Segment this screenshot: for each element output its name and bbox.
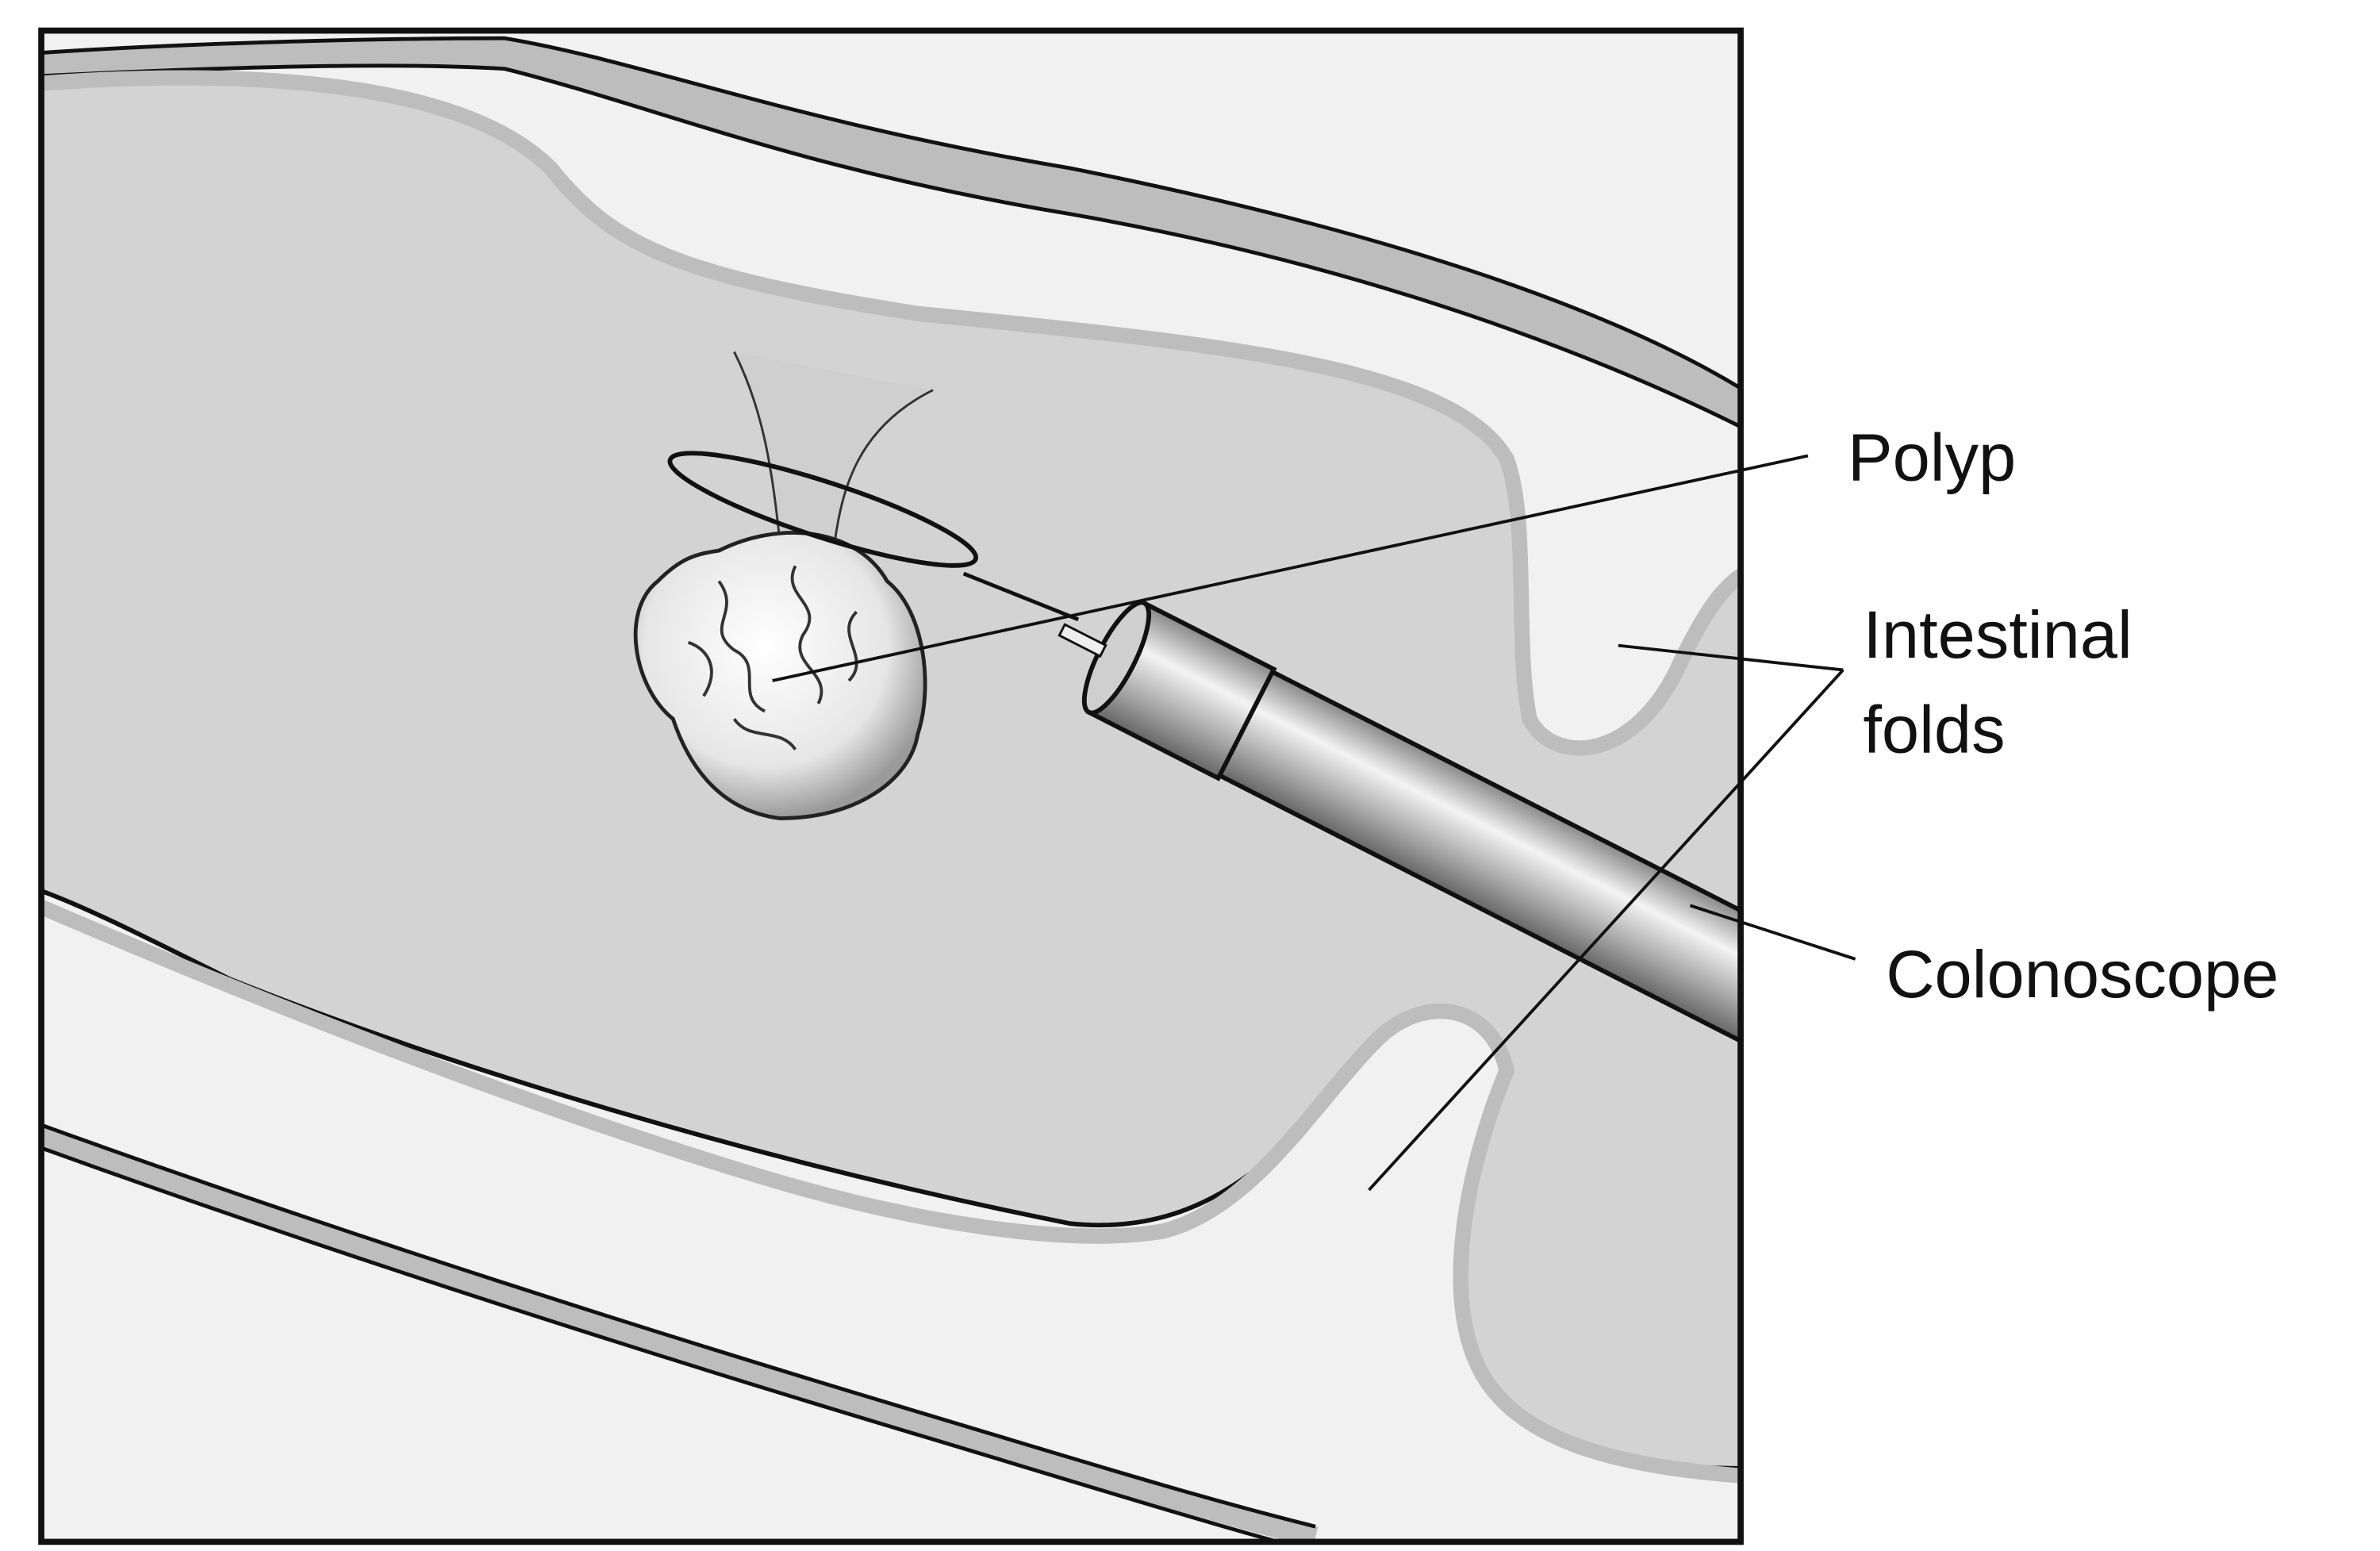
label-intestinal-folds-line2: folds: [1863, 692, 2005, 767]
snare-catheter: [1058, 623, 1107, 658]
fold-leader-line-upper: [1618, 643, 1844, 672]
polyp-texture: [687, 565, 858, 751]
label-intestinal-folds-line1: Intestinal: [1863, 597, 2132, 672]
polyp: [633, 531, 927, 820]
upper-fold-band: [41, 70, 1741, 756]
lower-wall-band: [41, 1124, 1319, 1542]
colonoscope-leader-line: [1689, 904, 1856, 961]
upper-intestinal-wall: [41, 36, 1741, 429]
lower-fold-band: [41, 898, 1741, 1484]
lower-wall-outline: [41, 1123, 1316, 1542]
snare-wire: [962, 571, 1080, 622]
snare-loop: [667, 451, 979, 568]
lower-intestinal-wall: [41, 1127, 1362, 1542]
label-polyp: Polyp: [1848, 419, 2016, 494]
polyp-leader-line: [772, 454, 1809, 682]
frame-border: [38, 27, 1744, 1545]
label-colonoscope: Colonoscope: [1886, 936, 2278, 1012]
colonoscope: [1058, 600, 1741, 1060]
fold-leader-line-lower: [1368, 669, 1844, 1192]
illustration-frame: [41, 30, 1741, 1542]
